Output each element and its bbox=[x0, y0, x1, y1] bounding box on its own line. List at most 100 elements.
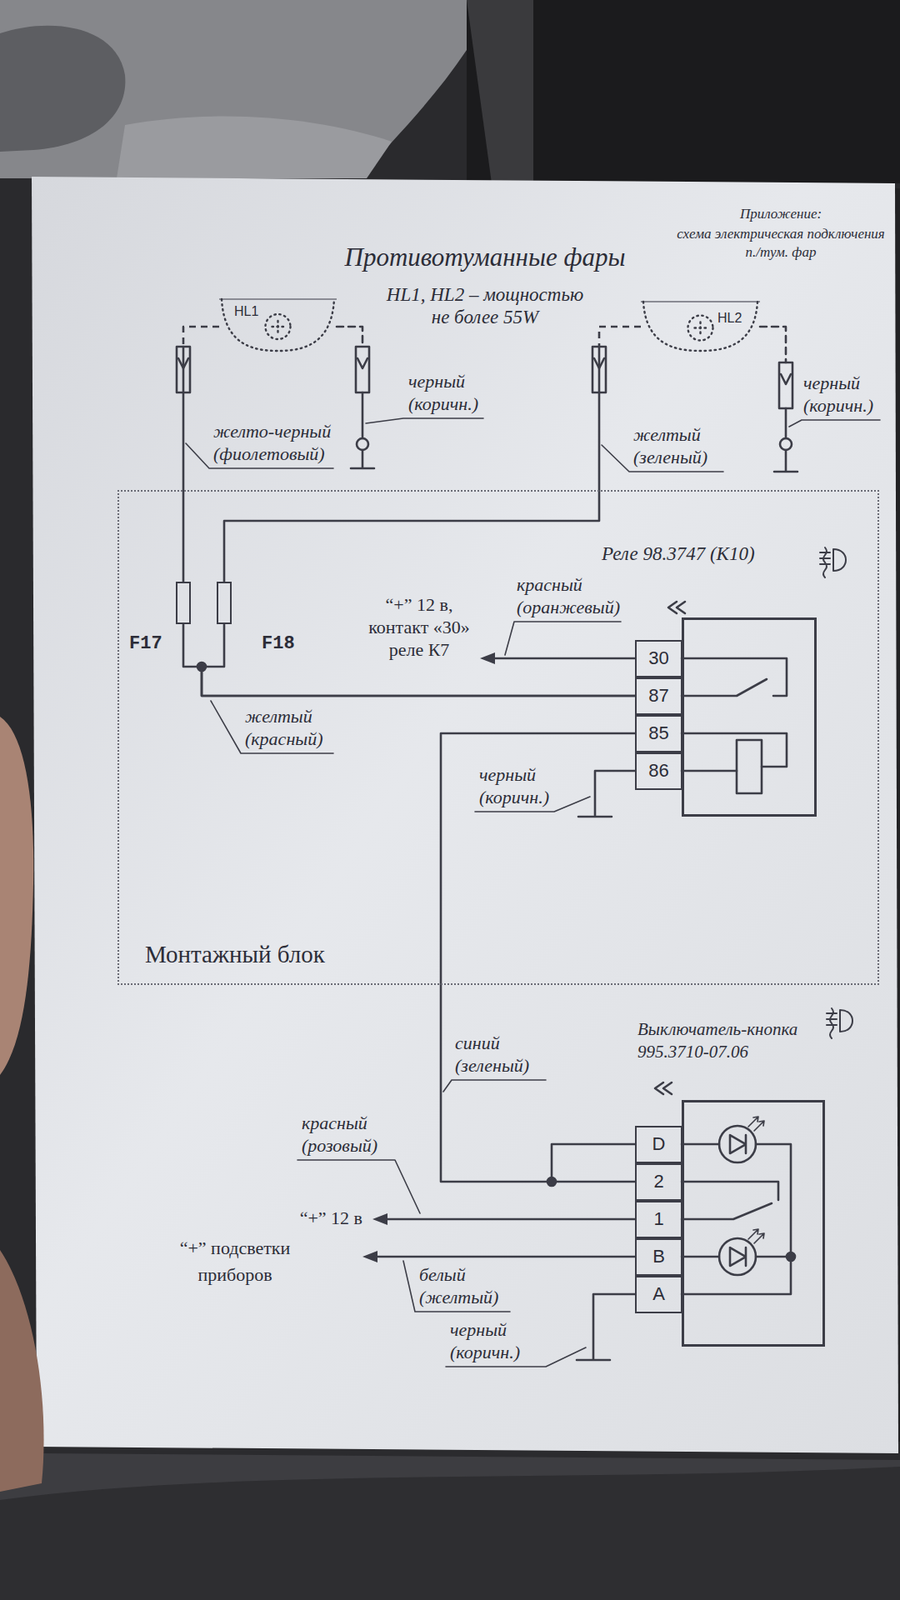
pin-label: B bbox=[635, 1238, 683, 1276]
ground-terminal bbox=[356, 438, 369, 450]
fuse-label: F17 bbox=[129, 633, 163, 655]
lamp-lead-dashed bbox=[760, 326, 786, 363]
ground-wire bbox=[350, 392, 375, 469]
car-panel-trim bbox=[116, 116, 392, 179]
lamp-lead-dashed bbox=[336, 326, 363, 347]
block-title: Монтажный блок bbox=[145, 940, 325, 969]
relay-coil-wire bbox=[681, 770, 737, 773]
plug-connector-mark bbox=[780, 374, 791, 385]
lamp-filament bbox=[272, 320, 285, 333]
pin-label: 85 bbox=[635, 715, 683, 753]
led-symbol bbox=[719, 1125, 756, 1163]
wire-solid bbox=[182, 346, 185, 582]
lamp-outline bbox=[640, 300, 760, 353]
fuse-label: F18 bbox=[261, 633, 295, 655]
wire-color: черный (коричн.) bbox=[450, 1318, 546, 1364]
car-interior-band bbox=[466, 0, 534, 184]
mounting-block: Монтажный блокF17F18Реле 98.3747 (K10)30… bbox=[117, 490, 880, 985]
wire-dashed bbox=[599, 326, 641, 347]
connector-symbol bbox=[655, 1082, 672, 1095]
wire-color: синий (зеленый) bbox=[455, 1031, 555, 1077]
led-diode bbox=[730, 1247, 746, 1266]
lamp-reflector bbox=[221, 299, 335, 351]
lamp-bulb bbox=[265, 314, 291, 340]
relay-coil bbox=[736, 740, 762, 794]
pin-label: 87 bbox=[635, 677, 683, 715]
diagram-title: Противотуманные фары bbox=[316, 242, 654, 273]
pin-label: 30 bbox=[635, 640, 683, 678]
paper-sheet bbox=[31, 176, 899, 1454]
fog-light-icon bbox=[826, 1008, 853, 1039]
led-rays bbox=[748, 1116, 765, 1131]
wire-dashed bbox=[183, 326, 220, 347]
car-interior-dark bbox=[466, 0, 900, 184]
plug-connector-mark bbox=[357, 358, 368, 369]
led-diode bbox=[730, 1135, 746, 1154]
wire-color: желтый (красный) bbox=[245, 705, 345, 750]
relay-title: Реле 98.3747 (K10) bbox=[601, 542, 755, 566]
switch-internal-wire bbox=[681, 1255, 791, 1259]
switch-internal-wire bbox=[681, 1143, 720, 1146]
wire-solid bbox=[440, 733, 635, 1182]
door-handle bbox=[0, 25, 125, 152]
lamp-bulb bbox=[688, 315, 714, 341]
supply-wire bbox=[375, 1255, 635, 1259]
lamp-reflector bbox=[643, 301, 758, 351]
pin-label: 1 bbox=[635, 1200, 683, 1239]
fog-light-icon bbox=[820, 547, 846, 578]
pin-label: A bbox=[635, 1275, 683, 1314]
ground-wire bbox=[576, 1294, 635, 1360]
wire-color: красный (оранжевый) bbox=[516, 573, 634, 619]
plug-connector bbox=[779, 362, 793, 409]
wire-color: черный (коричн.) bbox=[479, 763, 575, 809]
push-button-switch: Выключатель-кнопка 995.3710-07.06D21BA bbox=[635, 1100, 825, 1347]
relay-housing bbox=[681, 617, 817, 817]
junction-dot bbox=[786, 1252, 795, 1261]
arrowhead bbox=[372, 1213, 388, 1225]
relay-coil-wire bbox=[681, 733, 787, 767]
arrowhead bbox=[480, 652, 495, 665]
wire-color: черный (коричн.) bbox=[803, 371, 887, 417]
led-symbol bbox=[719, 1238, 756, 1275]
note-text: схема электрическая подключения п./тум. … bbox=[676, 225, 885, 262]
leader-line bbox=[297, 1160, 420, 1214]
lamp-filament bbox=[695, 322, 707, 335]
wire-color: красный (розовый) bbox=[301, 1111, 406, 1157]
leader-line bbox=[365, 418, 484, 424]
switch-title: Выключатель-кнопка 995.3710-07.06 bbox=[637, 1018, 817, 1064]
fuse: F17 bbox=[175, 581, 191, 625]
fog-lamp: HL2 bbox=[640, 300, 760, 353]
pin-label: 2 bbox=[635, 1163, 683, 1201]
ground-wire bbox=[578, 770, 635, 817]
wiring bbox=[176, 326, 853, 1360]
wire-color: белый (желтый) bbox=[419, 1263, 511, 1309]
supply-wire bbox=[493, 657, 635, 660]
ground-terminal bbox=[780, 438, 792, 450]
lamp-power-note: HL1, HL2 – мощностью не более 55W bbox=[385, 283, 585, 329]
ground-wire bbox=[774, 408, 798, 472]
thumb bbox=[0, 1250, 45, 1492]
lamp-rim bbox=[640, 300, 760, 303]
note-heading: Приложение: bbox=[676, 205, 885, 224]
supply-wire bbox=[385, 1218, 635, 1221]
led-rays bbox=[748, 1229, 765, 1244]
pin-label: D bbox=[635, 1125, 683, 1164]
relay-contact-wire bbox=[681, 658, 787, 696]
supply-note: “+” 12 в bbox=[250, 1206, 363, 1230]
leader-line bbox=[443, 1080, 546, 1092]
wire bbox=[440, 733, 635, 1182]
lamp-label: HL2 bbox=[717, 310, 742, 326]
arrowhead bbox=[362, 1250, 378, 1263]
wire-color: черный (коричн.) bbox=[408, 370, 505, 415]
finger bbox=[0, 716, 34, 1075]
pin-label: 86 bbox=[635, 752, 683, 790]
lamp-label: HL1 bbox=[234, 304, 259, 320]
fog-lamp: HL1 bbox=[219, 297, 337, 353]
push-button-switch-housing bbox=[681, 1100, 825, 1347]
supply-note: “+” подсветки приборов bbox=[160, 1235, 310, 1289]
switch-contact-blade bbox=[681, 1203, 772, 1220]
car-panel bbox=[0, 0, 467, 179]
relay: Реле 98.3747 (K10)30878586 bbox=[635, 617, 817, 817]
